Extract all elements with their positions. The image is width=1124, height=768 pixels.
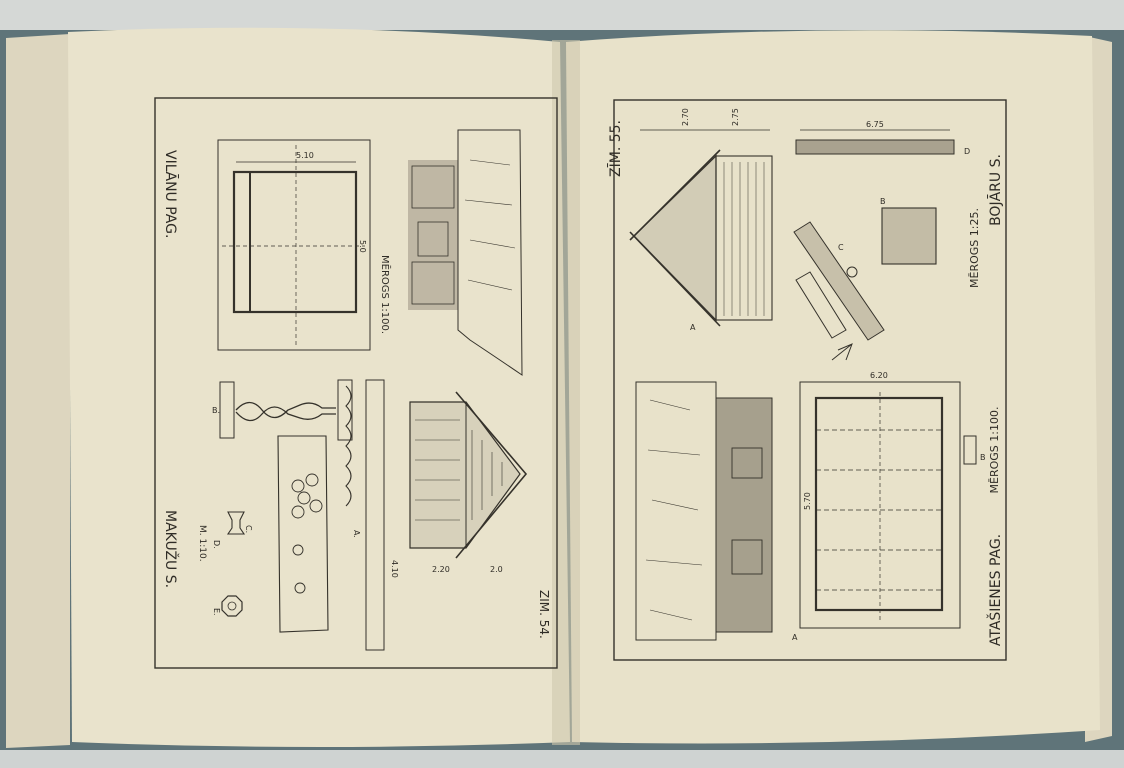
left-small-details: D. E. (212, 511, 246, 617)
right-scale-detail: MĒROGS 1:25. (968, 208, 981, 288)
right-dim-1: 2.70 (681, 108, 690, 126)
right-floor-plan: 5.70 6.20 A B (792, 371, 986, 642)
left-location-label: VILĀNU PAG. (162, 150, 179, 238)
right-gable-elevation: 2.70 2.75 A (629, 108, 773, 332)
right-dim-6: 6.20 (870, 371, 888, 380)
right-letter-d: D (964, 147, 970, 156)
left-letter-b: B. (212, 406, 220, 415)
left-letter-c: C. (244, 525, 253, 533)
right-letter-a: A (690, 323, 696, 332)
right-letter-b2: B (980, 453, 986, 462)
left-scale-detail: M. 1:10. (197, 525, 207, 562)
left-dim-4: 2.0 (490, 565, 503, 574)
right-dim-5: 5.70 (803, 492, 812, 510)
right-letter-b: B (880, 197, 886, 206)
left-floor-plan: 5.10 5.0 (217, 139, 371, 351)
right-page (566, 30, 1100, 744)
left-eave-strip: A. 4.10 (345, 379, 399, 651)
left-letter-d: D. (212, 540, 221, 549)
right-scale-main: MĒROGS 1:100. (988, 407, 1001, 494)
left-page (68, 27, 570, 747)
left-dim-5: 4.10 (390, 560, 399, 578)
right-side-elevation (635, 381, 773, 641)
right-dim-2: 2.75 (731, 108, 740, 126)
left-dim-2: 5.0 (358, 240, 367, 253)
left-dim-3: 2.20 (432, 565, 450, 574)
background-top (0, 0, 1124, 30)
right-plate: ZĪM. 55. BOJĀRU S. MĒROGS 1:25. MĒROGS 1… (607, 99, 1007, 661)
right-letter-a2: A (792, 633, 798, 642)
left-board-detail: C. (244, 435, 329, 633)
left-dim-1: 5.10 (296, 151, 314, 160)
left-elevation-top (408, 129, 523, 376)
right-figure-number: ZĪM. 55. (607, 120, 624, 177)
right-location-label: ATAŠIENES PAG. (986, 534, 1004, 646)
right-plate-border (613, 99, 1007, 661)
left-page-stack (6, 34, 70, 748)
left-scale-main: MĒROGS 1:100. (379, 255, 392, 334)
left-farm-label: MAKUŽU S. (162, 510, 180, 588)
left-figure-number: ZIM. 54. (537, 590, 551, 639)
right-farm-label: BOJĀRU S. (987, 154, 1004, 226)
right-dim-3: 6.75 (866, 120, 884, 129)
left-letter-a: A. (352, 530, 361, 538)
left-gable-elevation: 2.20 2.0 (409, 391, 528, 574)
right-log-beam: 6.75 D (795, 120, 970, 156)
right-joint-detail: B C (793, 197, 937, 361)
right-letter-c: C (838, 243, 844, 252)
gutter-shadow (552, 40, 580, 745)
left-letter-e: E. (212, 608, 221, 616)
left-plate: VILĀNU PAG. MAKUŽU S. ZIM. 54. MĒROGS 1:… (154, 97, 558, 669)
left-plate-border (154, 97, 558, 669)
left-baluster-detail: B. (212, 379, 353, 441)
